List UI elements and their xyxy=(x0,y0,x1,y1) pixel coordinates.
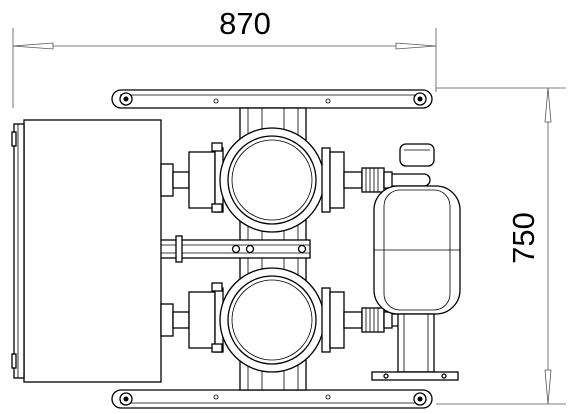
arrowhead-bottom xyxy=(544,369,552,405)
control-cabinet xyxy=(11,119,162,383)
top-base-rail xyxy=(111,89,433,109)
arrowhead-top xyxy=(544,87,552,123)
height-dimension-label: 750 xyxy=(506,212,541,264)
height-dimension: 750 xyxy=(436,87,566,405)
arrowhead-left xyxy=(12,42,54,50)
width-dimension: 870 xyxy=(12,6,437,108)
bottom-base-rail xyxy=(111,389,433,409)
lower-pump xyxy=(160,267,431,373)
upper-pump xyxy=(160,127,431,233)
width-dimension-label: 870 xyxy=(219,6,271,41)
cross-bar xyxy=(159,235,311,263)
arrowhead-right xyxy=(395,42,437,50)
pressure-tank xyxy=(371,143,461,381)
